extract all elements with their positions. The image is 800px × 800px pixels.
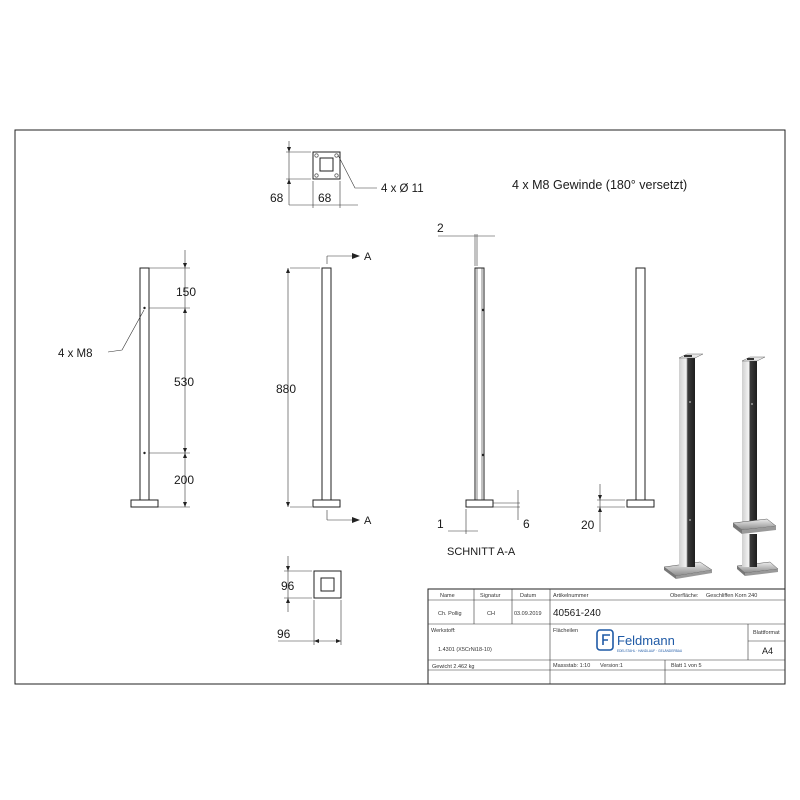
tb-finish-label: Flächeilen [553,628,578,634]
section-marker-bottom: A [364,515,372,527]
tb-surface-value: Geschliffen Korn 240 [706,593,757,599]
right-dim-bottom: 20 [581,518,595,532]
base-detail-view [278,556,342,645]
title-block-grid [427,588,786,685]
front-dim-middle: 530 [174,375,194,389]
section-marker-top: A [364,251,372,263]
tb-sheet-format: A4 [762,646,773,656]
tb-header-name: Name [440,593,455,599]
thread-note: 4 x M8 Gewinde (180° versetzt) [512,178,687,192]
tb-header-signature: Signatur [480,593,501,599]
tb-sheet: Blatt 1 von 5 [671,663,702,669]
base-dim-width: 96 [277,627,291,641]
section-dim-right: 6 [523,517,530,531]
baseplate-dim-left: 68 [270,191,284,205]
section-caption: SCHNITT A-A [447,546,516,558]
section-dim-left: 1 [437,517,444,531]
hole-callout: 4 x Ø 11 [381,183,424,195]
side-dim-total: 880 [276,382,296,396]
tb-scale: Massstab: 1:10 [553,663,590,669]
front-dim-bottom: 200 [174,473,194,487]
drawing-frame [14,129,786,685]
tb-article-no: 40561-240 [553,608,601,619]
tb-sheet-format-label: Blattformat [753,630,780,636]
front-dim-top: 150 [176,285,196,299]
tb-material-label: Werkstoff: [431,628,456,634]
section-view-post [438,234,520,534]
tb-weight: Gewicht 2.462 kg [432,664,475,670]
feldmann-logo [596,629,614,651]
render-post-2 [732,356,779,576]
tb-version: Version:1 [600,663,623,669]
tb-date: 03.09.2019 [514,611,542,617]
tb-drawn-by: Ch. Pollig [438,611,462,617]
side-view-post [286,253,360,523]
tb-material: 1.4301 (X5CrNi18-10) [438,647,492,653]
tb-header-surface: Oberfläche: [670,593,699,599]
tb-header-date: Datum [520,593,537,599]
logo-text: Feldmann [617,633,675,648]
logo-tagline: EDELSTAHL · HANDLAUF · GELÄNDERBAU [617,649,683,653]
baseplate-dim-right: 68 [318,191,332,205]
tb-signature: CH [487,611,495,617]
baseplate-top-view [286,141,377,208]
base-dim-height: 96 [281,579,295,593]
right-view-post [597,267,655,532]
tb-header-article: Artikelnummer [553,593,589,599]
front-view-post [107,250,190,508]
section-dim-wall: 2 [437,221,444,235]
render-post-1 [663,353,713,579]
thread-callout: 4 x M8 [58,348,93,360]
